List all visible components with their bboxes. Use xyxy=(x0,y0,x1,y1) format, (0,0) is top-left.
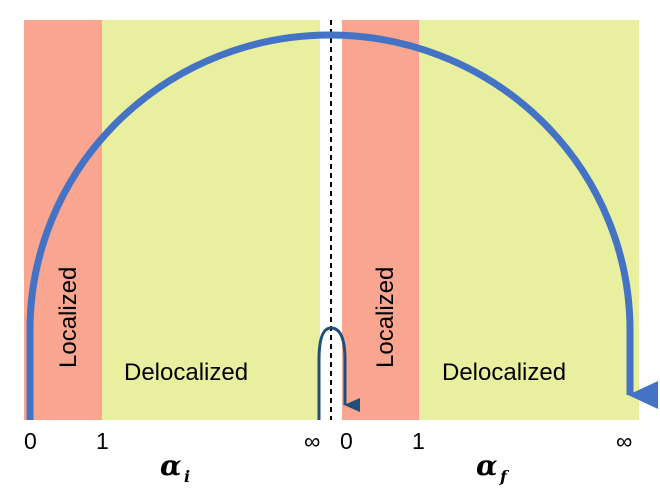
left-localized-label: Localized xyxy=(55,267,82,368)
right-panel: Localized Delocalized xyxy=(342,20,639,420)
right-axis-symbol: α xyxy=(476,449,498,482)
left-delocalized-region xyxy=(102,20,320,420)
right-localized-label: Localized xyxy=(372,267,399,368)
right-tick-0: 0 xyxy=(340,428,353,454)
left-panel: Localized Delocalized xyxy=(24,20,320,420)
left-localized-region xyxy=(24,20,102,420)
small-arc-arrow xyxy=(317,326,360,420)
left-axis-subscript: i xyxy=(184,467,190,486)
right-axis: 0 1 ∞ α f xyxy=(340,428,632,486)
right-axis-subscript: f xyxy=(499,467,510,486)
right-localized-region xyxy=(342,20,419,420)
left-tick-infinity: ∞ xyxy=(304,428,320,454)
left-delocalized-label: Delocalized xyxy=(124,359,248,386)
left-axis: 0 1 ∞ α i xyxy=(24,428,320,486)
left-axis-symbol: α xyxy=(160,449,182,482)
left-tick-1: 1 xyxy=(96,428,109,454)
right-delocalized-region xyxy=(419,20,639,420)
right-tick-1: 1 xyxy=(412,428,425,454)
right-delocalized-label: Delocalized xyxy=(442,359,566,386)
left-tick-0: 0 xyxy=(24,428,37,454)
right-tick-infinity: ∞ xyxy=(616,428,632,454)
large-arc-arrow xyxy=(26,31,658,420)
